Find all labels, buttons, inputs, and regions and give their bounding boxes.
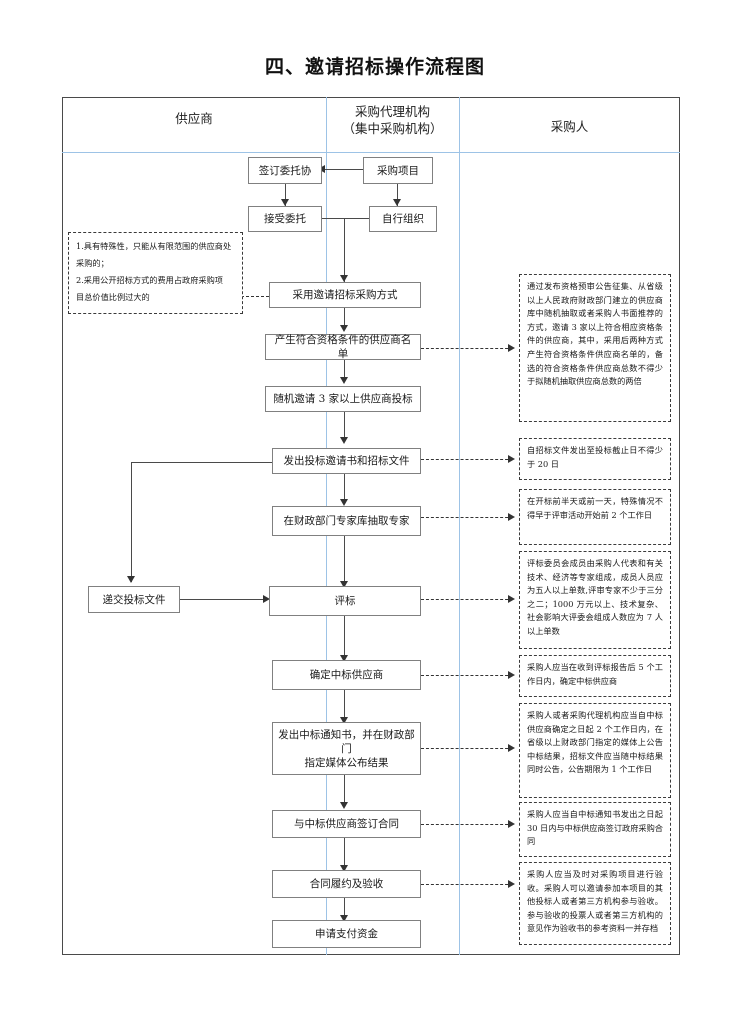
connector-issue-left-down	[131, 462, 133, 582]
dashed-connector-bid-deadline	[421, 459, 513, 460]
node-qualified-list[interactable]: 产生符合资格条件的供应商名单	[265, 334, 421, 360]
arrow-note-bid-deadline	[508, 455, 515, 463]
node-procurement-project[interactable]: 采购项目	[363, 157, 433, 184]
note-invite-conditions-line4: 目总价值比例过大的	[76, 292, 150, 302]
arrow-to-adopt	[340, 275, 348, 282]
note-invite-conditions-line2: 采购的；	[76, 258, 109, 268]
dashed-connector-sign-contract	[421, 824, 513, 825]
arrow-eval-to-determine	[340, 655, 348, 662]
arrow-experts-to-eval	[340, 581, 348, 588]
page-title: 四、邀请招标操作流程图	[264, 56, 485, 78]
node-sign-entrust[interactable]: 签订委托协	[248, 157, 322, 184]
arrow-acceptance-to-payment	[340, 915, 348, 922]
arrow-determine-to-notice	[340, 717, 348, 724]
node-draw-experts[interactable]: 在财政部门专家库抽取专家	[272, 506, 421, 536]
connector-list-to-invite	[344, 360, 346, 382]
note-determine-winner: 采购人应当在收到评标报告后 5 个工作日内，确定中标供应商	[519, 655, 671, 697]
node-accept-entrust[interactable]: 接受委托	[248, 206, 322, 232]
node-determine-winner[interactable]: 确定中标供应商	[272, 660, 421, 690]
dashed-connector-acceptance	[421, 884, 513, 885]
node-issue-win-notice-line1: 发出中标通知书，并在财政部门	[278, 728, 415, 755]
connector-notice-to-contract	[344, 775, 346, 807]
column-header-supplier: 供应商	[175, 111, 213, 126]
node-contract-acceptance[interactable]: 合同履约及验收	[272, 870, 421, 898]
node-issue-invitation[interactable]: 发出投标邀请书和招标文件	[272, 448, 421, 474]
node-issue-win-notice-line2: 指定媒体公布结果	[304, 756, 389, 769]
arrow-invite-to-issue	[340, 437, 348, 444]
arrow-adopt-to-list	[340, 325, 348, 332]
column-divider-agency-purchaser	[459, 97, 460, 955]
note-expert-timing: 在开标前半天或前一天，特殊情况不得早于评审活动开始前 2 个工作日	[519, 489, 671, 545]
node-bid-evaluation[interactable]: 评标	[269, 586, 421, 616]
dashed-connector-eval-committee	[421, 599, 513, 600]
connector-determine-to-notice	[344, 690, 346, 722]
arrow-note-announce-result	[508, 744, 515, 752]
connector-project-to-sign	[325, 169, 363, 171]
node-adopt-invite-method[interactable]: 采用邀请招标采购方式	[269, 282, 421, 308]
connector-sign-to-accept	[285, 184, 287, 206]
node-sign-contract[interactable]: 与中标供应商签订合同	[272, 810, 421, 838]
arrow-note-sign-contract	[508, 820, 515, 828]
note-invite-conditions-line1: 1.具有特殊性，只能从有限范围的供应商处	[76, 241, 232, 251]
connector-adopt-to-list	[344, 308, 346, 330]
connector-issue-to-left	[131, 462, 273, 464]
dashed-connector-announce-result	[421, 748, 513, 749]
node-self-organize[interactable]: 自行组织	[369, 206, 437, 232]
dashed-connector-expert-timing	[421, 517, 513, 518]
arrow-issue-to-submit	[127, 576, 135, 583]
note-qualified-list: 通过发布资格预审公告征集、从省级以上人民政府财政部门建立的供应商库中随机抽取或者…	[519, 274, 671, 422]
header-separator-rule	[62, 152, 680, 153]
column-header-agency-line2: （集中采购机构）	[342, 121, 443, 136]
dashed-connector-determine-winner	[421, 675, 513, 676]
arrow-notice-to-contract	[340, 802, 348, 809]
dashed-connector-invite-conditions	[241, 296, 269, 297]
connector-eval-to-determine	[344, 616, 346, 660]
connector-merge-bar	[322, 218, 398, 220]
node-invite-3-suppliers[interactable]: 随机邀请 3 家以上供应商投标	[265, 386, 421, 412]
arrow-note-determine-winner	[508, 671, 515, 679]
note-bid-deadline: 自招标文件发出至投标截止日不得少于 20 日	[519, 438, 671, 480]
node-issue-win-notice[interactable]: 发出中标通知书，并在财政部门 指定媒体公布结果	[272, 722, 421, 775]
column-header-agency: 采购代理机构 （集中采购机构）	[326, 103, 459, 137]
arrow-issue-to-experts	[340, 499, 348, 506]
connector-project-to-self	[397, 184, 399, 206]
note-invite-conditions: 1.具有特殊性，只能从有限范围的供应商处 采购的； 2.采用公开招标方式的费用占…	[68, 232, 243, 314]
arrow-contract-to-acceptance	[340, 865, 348, 872]
dashed-connector-qualified-list	[421, 348, 513, 349]
note-evaluation-committee: 评标委员会成员由采购人代表和有关技术、经济等专家组成，成员人员应为五人以上单数,…	[519, 551, 671, 649]
connector-submit-to-eval	[180, 599, 266, 601]
connector-experts-to-eval	[344, 536, 346, 598]
arrow-note-eval-committee	[508, 595, 515, 603]
arrow-project-to-self	[393, 199, 401, 206]
arrow-sign-to-accept	[281, 199, 289, 206]
node-apply-payment[interactable]: 申请支付资金	[272, 920, 421, 948]
connector-issue-to-experts	[344, 474, 346, 504]
note-sign-contract: 采购人应当自中标通知书发出之日起 30 日内与中标供应商签订政府采购合同	[519, 802, 671, 857]
connector-to-adopt	[344, 232, 346, 282]
note-invite-conditions-line3: 2.采用公开招标方式的费用占政府采购项	[76, 275, 223, 285]
connector-acceptance-to-payment	[344, 898, 346, 920]
node-submit-bid-docs[interactable]: 递交投标文件	[88, 586, 180, 613]
arrow-list-to-invite	[340, 377, 348, 384]
arrow-note-qualified-list	[508, 344, 515, 352]
connector-invite-to-issue	[344, 412, 346, 442]
note-acceptance: 采购人应当及时对采购项目进行验收。采购人可以邀请参加本项目的其他投标人或者第三方…	[519, 862, 671, 945]
note-announce-result: 采购人或者采购代理机构应当自中标供应商确定之日起 2 个工作日内，在省级以上财政…	[519, 703, 671, 798]
column-header-agency-line1: 采购代理机构	[354, 104, 430, 119]
arrow-note-acceptance	[508, 880, 515, 888]
arrow-note-expert-timing	[508, 513, 515, 521]
column-header-purchaser: 采购人	[550, 119, 589, 134]
arrow-submit-to-eval	[263, 595, 270, 603]
connector-contract-to-acceptance	[344, 838, 346, 870]
